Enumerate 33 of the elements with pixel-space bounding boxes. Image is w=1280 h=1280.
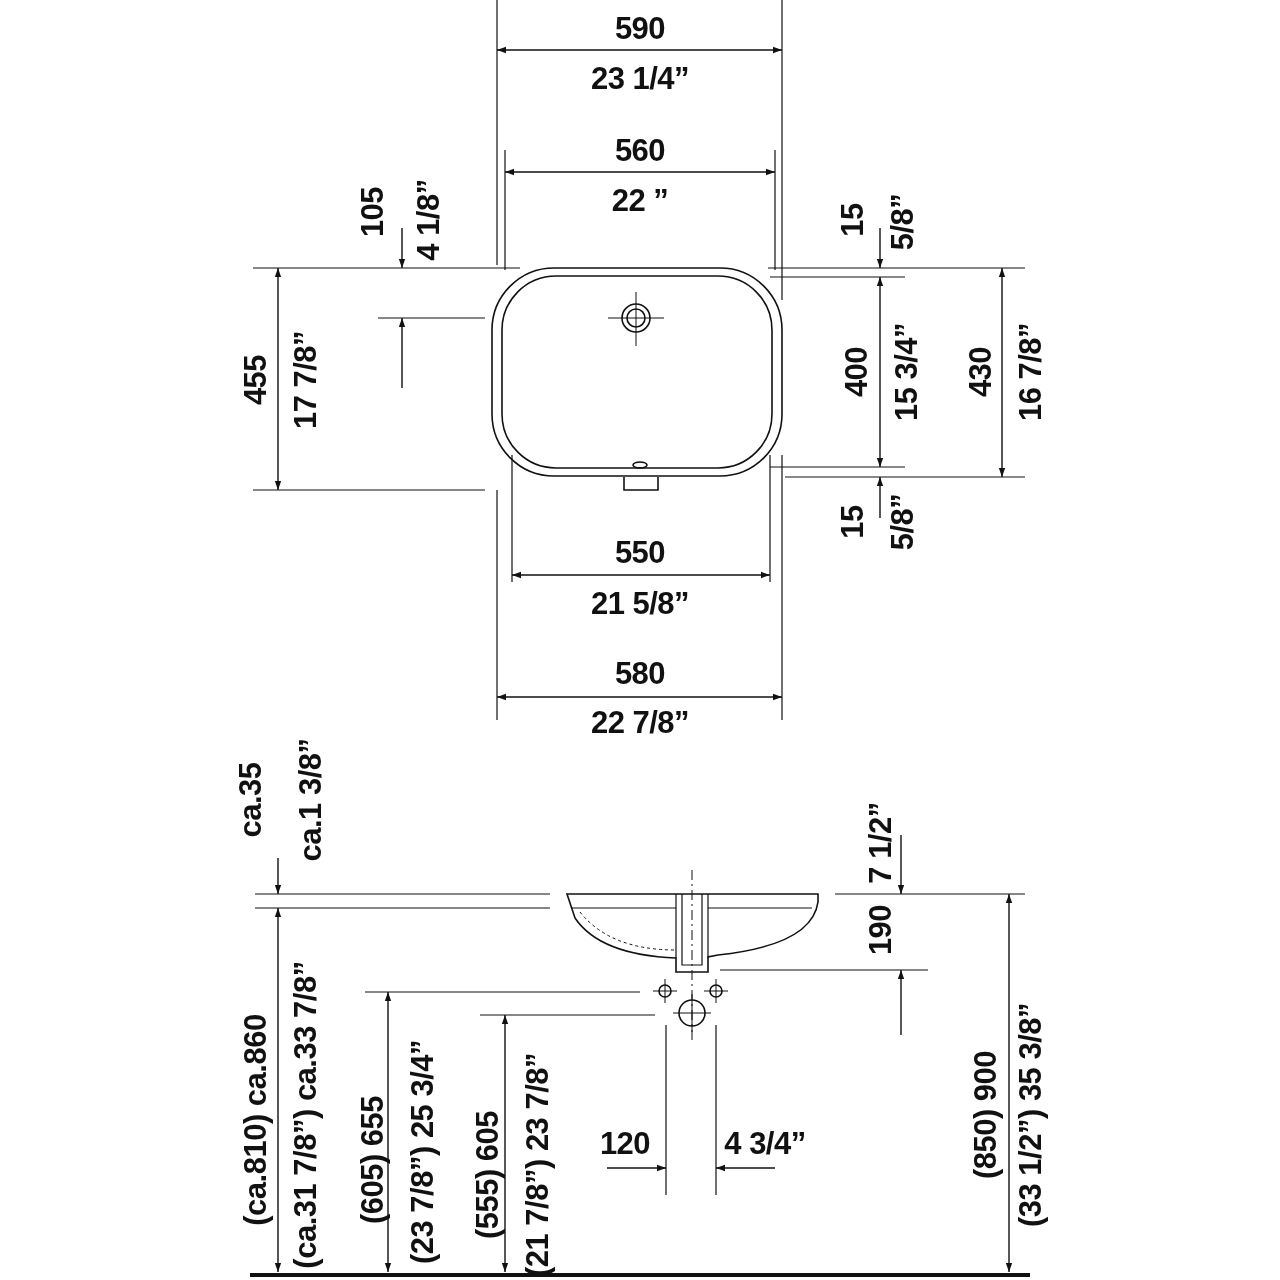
dimension-label: (23 7/8”) 25 3/4” — [406, 1039, 438, 1265]
dimension-label: (850) 900 — [969, 1050, 1001, 1180]
dimension-label: 430 — [964, 346, 996, 398]
dimension-label: (555) 605 — [471, 1110, 503, 1240]
dimension-label: 560 — [614, 134, 666, 166]
dimension-label: 5/8” — [886, 193, 918, 251]
dimension-label: 23 1/4” — [590, 62, 690, 94]
dimension-label: (ca.31 7/8”) ca.33 7/8” — [289, 961, 321, 1269]
dimension-label: 120 — [599, 1127, 651, 1159]
dimension-label: (33 1/2”) 35 3/8” — [1014, 1002, 1046, 1228]
dimension-label: 455 — [239, 354, 271, 406]
dimension-label: 4 1/8” — [412, 179, 444, 261]
dimension-label: 105 — [356, 186, 388, 238]
dimension-label: 590 — [614, 12, 666, 44]
dimension-label: 7 1/2” — [864, 802, 896, 884]
dimension-label: 21 5/8” — [590, 587, 690, 619]
dimension-label: 15 — [836, 505, 868, 539]
dimension-label: 190 — [864, 904, 896, 956]
dimension-label: 5/8” — [886, 493, 918, 551]
dimension-label: ca.1 3/8” — [294, 738, 326, 862]
dimension-label: 400 — [840, 346, 872, 398]
dimension-label: 15 3/4” — [890, 322, 922, 422]
dimension-label: (ca.810) ca.860 — [239, 1014, 271, 1226]
dimension-label: 15 — [836, 203, 868, 237]
dimension-label: 550 — [614, 536, 666, 568]
dimension-label: ca.35 — [234, 762, 266, 838]
dimension-label: 22 7/8” — [590, 706, 690, 738]
dimension-label: 4 3/4” — [724, 1127, 806, 1159]
dimension-label: 580 — [614, 657, 666, 689]
dimension-label: 22 ” — [611, 184, 669, 216]
dimension-label: 16 7/8” — [1014, 322, 1046, 422]
dimension-label: (605) 655 — [356, 1095, 388, 1225]
dimension-label: 17 7/8” — [289, 330, 321, 430]
